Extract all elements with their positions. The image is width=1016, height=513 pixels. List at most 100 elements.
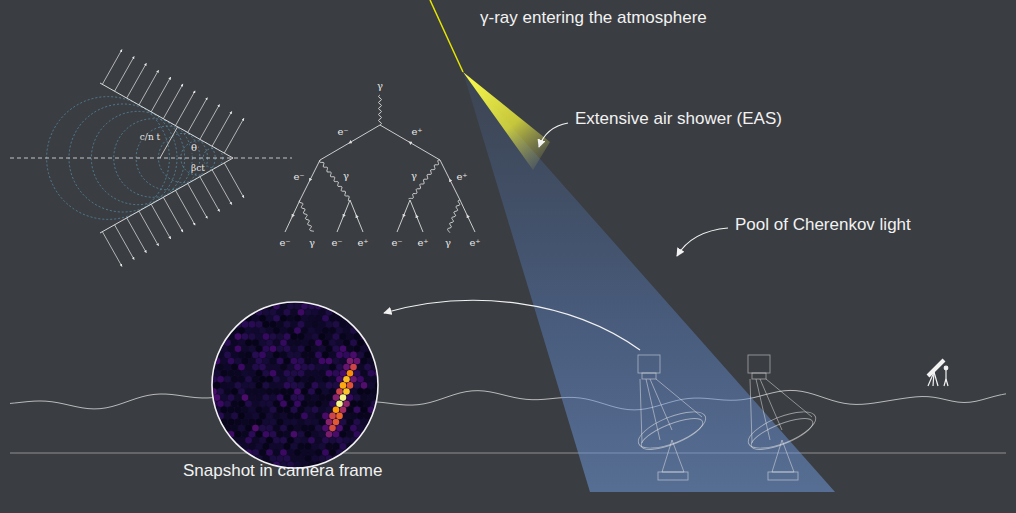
camera-pixel bbox=[371, 327, 378, 334]
camera-pixel bbox=[378, 400, 385, 407]
camera-pixel bbox=[357, 376, 364, 383]
camera-pixel bbox=[354, 333, 361, 340]
camera-pixel bbox=[221, 455, 228, 462]
camera-pixel bbox=[252, 413, 259, 420]
camera-pixel bbox=[364, 400, 371, 407]
camera-pixel bbox=[361, 419, 368, 426]
camera-pixel bbox=[287, 303, 294, 310]
particle-label: e⁺ bbox=[356, 238, 369, 248]
camera-pixel bbox=[228, 297, 235, 304]
camera-pixel bbox=[207, 297, 214, 304]
camera-pixel bbox=[389, 297, 396, 304]
camera-pixel bbox=[301, 364, 308, 371]
camera-pixel bbox=[392, 437, 399, 444]
camera-pixel bbox=[301, 388, 308, 395]
camera-pixel bbox=[245, 352, 252, 359]
camera-pixel bbox=[343, 413, 350, 420]
camera-pixel bbox=[270, 309, 277, 316]
camera-pixel bbox=[315, 413, 322, 420]
camera-pixel bbox=[280, 388, 287, 395]
camera-pixel bbox=[343, 327, 350, 334]
camera-pixel bbox=[389, 370, 396, 377]
camera-pixel bbox=[242, 370, 249, 377]
camera-pixel bbox=[256, 394, 263, 401]
camera-pixel bbox=[340, 358, 347, 365]
camera-pixel bbox=[256, 419, 263, 426]
camera-pixel bbox=[210, 425, 217, 432]
camera-pixel bbox=[231, 364, 238, 371]
camera-pixel bbox=[266, 388, 273, 395]
camera-pixel bbox=[231, 352, 238, 359]
camera-pixel bbox=[249, 443, 256, 450]
camera-pixel bbox=[273, 352, 280, 359]
camera-pixel bbox=[305, 333, 312, 340]
camera-pixel bbox=[249, 407, 256, 414]
camera-pixel bbox=[242, 419, 249, 426]
camera-pixel bbox=[385, 327, 392, 334]
camera-pixel bbox=[329, 364, 336, 371]
camera-pixel bbox=[252, 437, 259, 444]
camera-pixel bbox=[392, 376, 399, 383]
camera-pixel bbox=[301, 339, 308, 346]
light-ray bbox=[188, 184, 208, 219]
camera-pixel bbox=[280, 327, 287, 334]
camera-pixel bbox=[273, 327, 280, 334]
camera-pixel bbox=[333, 321, 340, 328]
camera-pixel bbox=[333, 394, 340, 401]
camera-pixel bbox=[214, 382, 221, 389]
camera-pixel bbox=[284, 455, 291, 462]
camera-pixel bbox=[224, 413, 231, 420]
camera-pixel bbox=[322, 437, 329, 444]
camera-pixel bbox=[322, 339, 329, 346]
camera-pixel bbox=[273, 376, 280, 383]
camera-pixel bbox=[238, 376, 245, 383]
camera-pixel bbox=[308, 413, 315, 420]
camera-pixel bbox=[284, 358, 291, 365]
camera-pixel bbox=[378, 303, 385, 310]
camera-pixel bbox=[284, 407, 291, 414]
camera-pixel bbox=[287, 352, 294, 359]
camera-pixel bbox=[368, 394, 375, 401]
camera-pixel bbox=[389, 394, 396, 401]
camera-pixel bbox=[392, 364, 399, 371]
camera-pixel bbox=[343, 400, 350, 407]
camera-pixel bbox=[291, 443, 298, 450]
camera-pixel bbox=[294, 315, 301, 322]
camera-pixel bbox=[343, 376, 350, 383]
camera-pixel bbox=[259, 425, 266, 432]
particle-label: γ bbox=[342, 171, 350, 181]
camera-pixel bbox=[308, 352, 315, 359]
camera-pixel bbox=[294, 425, 301, 432]
camera-pixel bbox=[238, 339, 245, 346]
camera-pixel bbox=[322, 376, 329, 383]
light-ray bbox=[115, 56, 135, 91]
camera-pixel bbox=[378, 388, 385, 395]
light-ray bbox=[127, 218, 147, 253]
camera-pixel bbox=[252, 400, 259, 407]
camera-pixel bbox=[312, 333, 319, 340]
camera-pixel bbox=[294, 437, 301, 444]
camera-pixel bbox=[350, 303, 357, 310]
camera-pixel bbox=[301, 376, 308, 383]
camera-pixel bbox=[312, 443, 319, 450]
camera-pixel bbox=[235, 382, 242, 389]
camera-pixel bbox=[235, 407, 242, 414]
camera-pixel bbox=[368, 455, 375, 462]
camera-pixel bbox=[298, 407, 305, 414]
camera-pixel bbox=[308, 339, 315, 346]
camera-pixel bbox=[301, 352, 308, 359]
camera-pixel bbox=[252, 376, 259, 383]
camera-pixel bbox=[301, 413, 308, 420]
camera-pixel bbox=[284, 309, 291, 316]
cone-line bbox=[100, 83, 233, 158]
camera-pixel bbox=[305, 419, 312, 426]
camera-pixel bbox=[287, 376, 294, 383]
camera-pixel bbox=[333, 431, 340, 438]
camera-pixel bbox=[347, 309, 354, 316]
camera-pixel bbox=[221, 370, 228, 377]
camera-pixel bbox=[375, 309, 382, 316]
camera-pixel bbox=[364, 303, 371, 310]
camera-pixel bbox=[242, 431, 249, 438]
camera-pixel bbox=[354, 297, 361, 304]
